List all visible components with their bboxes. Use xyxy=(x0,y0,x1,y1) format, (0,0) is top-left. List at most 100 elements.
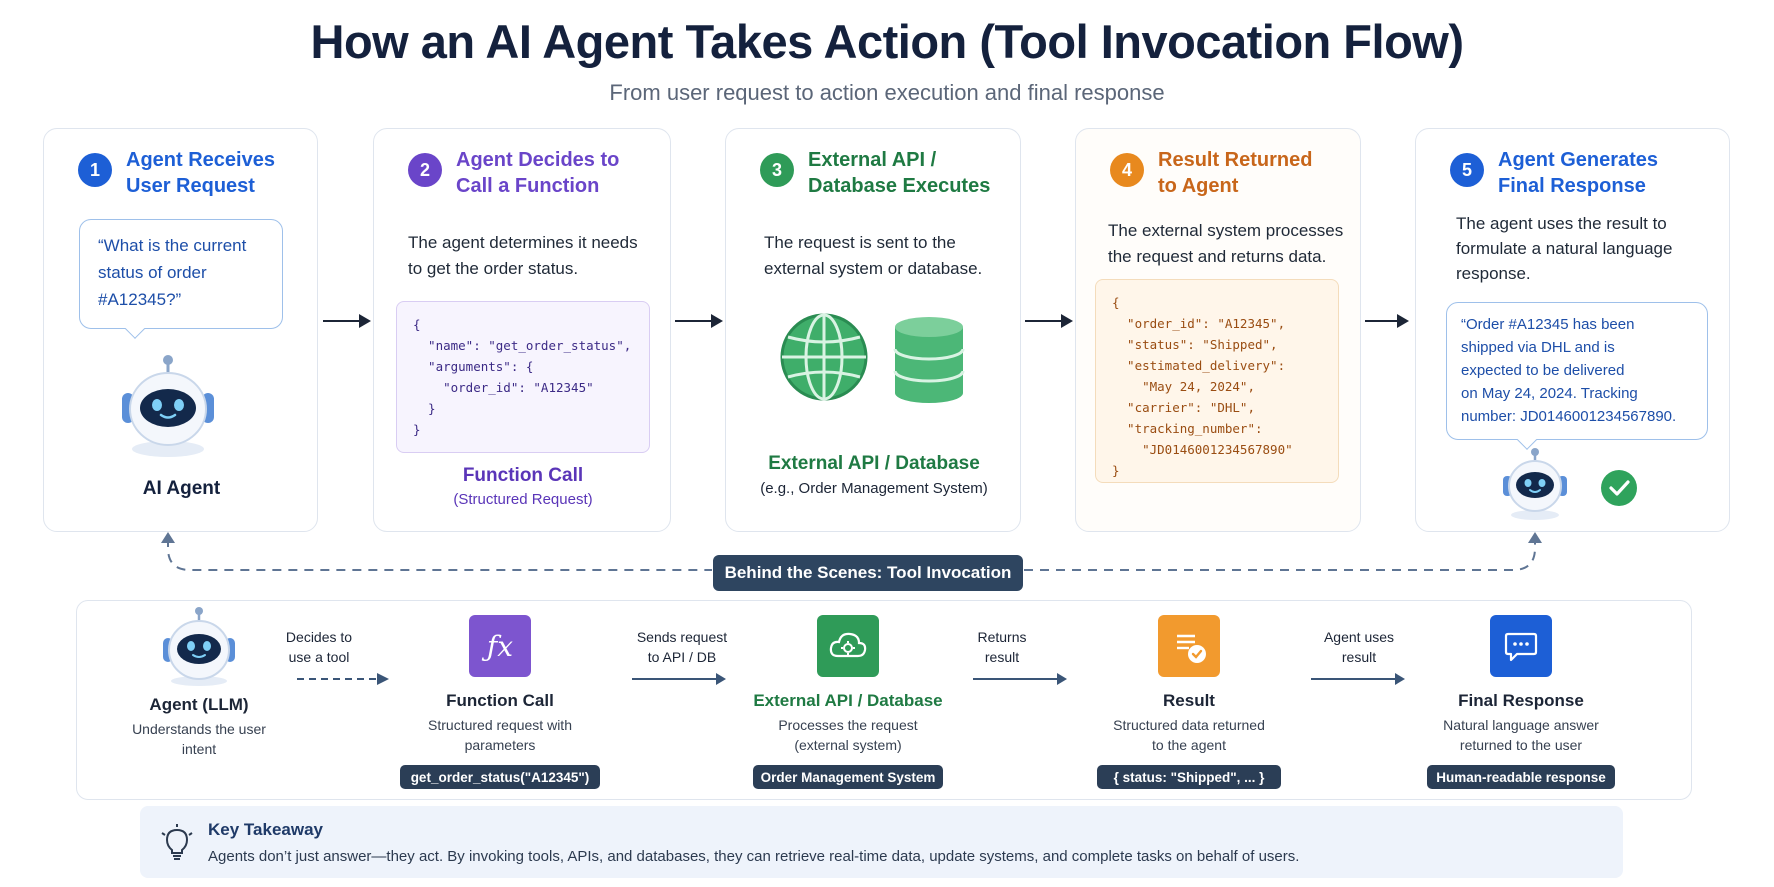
behind-item-title: Agent (LLM) xyxy=(149,695,249,714)
flow-arrow-1-2 xyxy=(323,314,371,328)
behind-item-agent: Agent (LLM) Understands the user intent xyxy=(99,695,299,759)
globe-icon xyxy=(780,313,868,401)
behind-item-function-call: Function Call Structured request with pa… xyxy=(400,691,600,755)
database-icon xyxy=(893,317,965,403)
function-call-sublabel: (Structured Request) xyxy=(453,491,593,508)
step-1-header: 1 Agent Receives User Request xyxy=(78,147,275,199)
chat-icon xyxy=(1490,615,1552,677)
desc-line: intent xyxy=(181,741,217,757)
bubble-line: number: JD0146001234567890. xyxy=(1461,408,1677,425)
function-call-tag: get_order_status("A12345") xyxy=(400,765,600,789)
arrow-label-1: Decides to use a tool xyxy=(269,627,369,667)
external-api-sublabel: (e.g., Order Management System) xyxy=(760,480,988,497)
step-4-number: 4 xyxy=(1110,153,1144,187)
desc-line: Processes the request xyxy=(778,717,918,733)
desc-line: Structured data returned xyxy=(1113,717,1265,733)
dashed-arrow xyxy=(297,673,389,685)
robot-icon xyxy=(122,355,214,457)
step-1-number: 1 xyxy=(78,153,112,187)
step-5-title-line2: Final Response xyxy=(1498,175,1646,197)
arrow-label-line: to API / DB xyxy=(647,649,717,665)
function-call-label: Function Call xyxy=(462,465,584,486)
behind-item-desc: Processes the request (external system) xyxy=(728,715,968,755)
behind-scenes-connector xyxy=(161,532,1542,571)
function-icon: ƒx xyxy=(469,615,531,677)
check-icon xyxy=(1601,470,1637,506)
bubble-line: expected to be delivered xyxy=(1461,362,1625,379)
behind-item-title: Function Call xyxy=(446,691,554,710)
step-4-card: 4 Result Returned to Agent The external … xyxy=(1075,128,1361,532)
step-2-title: Agent Decides to Call a Function xyxy=(456,147,619,199)
step-5-description: The agent uses the result to formulate a… xyxy=(1456,211,1672,286)
step-5-card: 5 Agent Generates Final Response The age… xyxy=(1415,128,1730,532)
step-5-number: 5 xyxy=(1450,153,1484,187)
arrow-label-4: Agent uses result xyxy=(1309,627,1409,667)
behind-item-result: Result Structured data returned to the a… xyxy=(1089,691,1289,755)
arrow-label-line: result xyxy=(984,649,1020,665)
behind-item-title: Final Response xyxy=(1458,691,1584,710)
key-takeaway-panel: Key Takeaway Agents don’t just answer—th… xyxy=(140,806,1623,878)
desc-line: parameters xyxy=(464,737,536,753)
arrow-label-2: Sends request to API / DB xyxy=(627,627,737,667)
lightbulb-icon xyxy=(161,824,193,860)
description-line: The request is sent to the xyxy=(764,233,956,252)
robot-icon xyxy=(163,607,235,686)
behind-item-title: Result xyxy=(1163,691,1215,710)
description-line: external system or database. xyxy=(764,259,983,278)
desc-line: to the agent xyxy=(1152,737,1226,753)
desc-line: Understands the user xyxy=(132,721,266,737)
takeaway-text: Agents don’t just answer—they act. By in… xyxy=(208,848,1300,865)
step-3-title-line1: External API / xyxy=(808,149,937,171)
arrow-label-line: use a tool xyxy=(288,649,350,665)
step-5-title-line1: Agent Generates xyxy=(1498,149,1659,171)
behind-item-title: External API / Database xyxy=(753,691,943,710)
step-1-title: Agent Receives User Request xyxy=(126,147,275,199)
arrow-label-line: result xyxy=(1341,649,1377,665)
arrow-label-3: Returns result xyxy=(957,627,1047,667)
result-json-code: { "order_id": "A12345", "status": "Shipp… xyxy=(1095,279,1339,483)
description-line: The agent uses the result to xyxy=(1456,214,1667,233)
step-5-header: 5 Agent Generates Final Response xyxy=(1450,147,1658,199)
step-4-title: Result Returned to Agent xyxy=(1158,147,1312,199)
step-2-number: 2 xyxy=(408,153,442,187)
bubble-line: #A12345?” xyxy=(98,290,182,309)
desc-line: Structured request with xyxy=(428,717,572,733)
step-2-title-line2: Call a Function xyxy=(456,175,600,197)
step-3-header: 3 External API / Database Executes xyxy=(760,147,990,199)
bubble-line: status of order xyxy=(98,263,207,282)
external-api-label: External API / Database xyxy=(768,453,980,474)
flow-arrow-4-5 xyxy=(1365,314,1409,328)
behind-item-final-response: Final Response Natural language answer r… xyxy=(1421,691,1621,755)
step-2-description: The agent determines it needs to get the… xyxy=(408,230,638,282)
step-3-title-line2: Database Executes xyxy=(808,175,991,197)
bubble-line: “Order #A12345 has been xyxy=(1461,316,1635,333)
cloud-gear-icon xyxy=(817,615,879,677)
arrow-label-line: Sends request xyxy=(636,629,728,645)
bubble-line: shipped via DHL and is xyxy=(1461,339,1615,356)
arrow-label-line: Returns xyxy=(977,629,1027,645)
step-1-title-line2: User Request xyxy=(126,175,255,197)
page-title: How an AI Agent Takes Action (Tool Invoc… xyxy=(310,15,1465,68)
order-system-tag: Order Management System xyxy=(753,765,943,789)
description-line: The agent determines it needs xyxy=(408,233,638,252)
step-2-header: 2 Agent Decides to Call a Function xyxy=(408,147,619,199)
step-5-title: Agent Generates Final Response xyxy=(1498,147,1658,199)
takeaway-title: Key Takeaway xyxy=(208,820,323,839)
solid-arrow xyxy=(1311,673,1405,685)
bubble-line: “What is the current xyxy=(98,236,247,255)
final-response-bubble: “Order #A12345 has been shipped via DHL … xyxy=(1446,302,1708,440)
description-line: formulate a natural language xyxy=(1456,239,1673,258)
arrow-label-line: Agent uses xyxy=(1323,629,1395,645)
description-line: to get the order status. xyxy=(408,259,579,278)
step-3-number: 3 xyxy=(760,153,794,187)
step-1-card: 1 Agent Receives User Request “What is t… xyxy=(43,128,318,532)
bubble-line: on May 24, 2024. Tracking xyxy=(1461,385,1638,402)
behind-item-external-api: External API / Database Processes the re… xyxy=(728,691,968,755)
ai-agent-label: AI Agent xyxy=(142,478,221,499)
description-line: response. xyxy=(1456,264,1531,283)
solid-arrow xyxy=(632,673,726,685)
step-2-card: 2 Agent Decides to Call a Function The a… xyxy=(373,128,671,532)
robot-icon xyxy=(1503,448,1567,520)
result-tag: { status: "Shipped", ... } xyxy=(1097,765,1281,789)
flow-arrow-3-4 xyxy=(1025,314,1073,328)
